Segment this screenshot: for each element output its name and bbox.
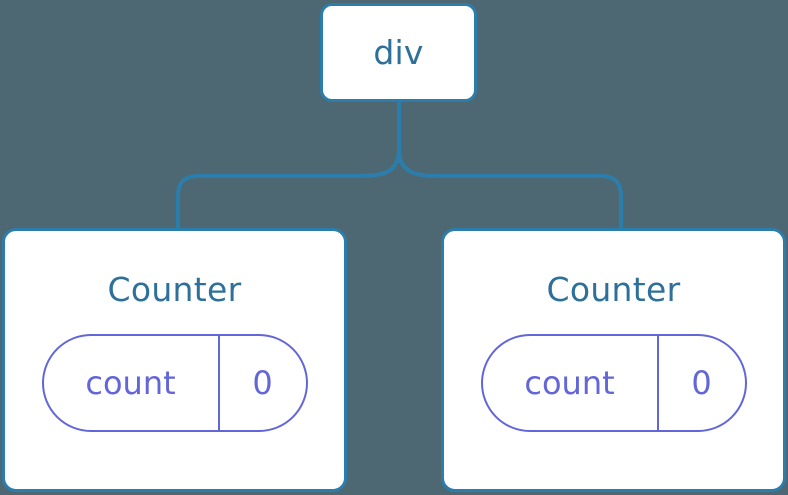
node-counter-right-label: Counter — [546, 270, 681, 309]
state-value-left: 0 — [252, 364, 273, 402]
node-counter-right[interactable]: Counter count 0 — [441, 228, 786, 492]
connector-branch-right — [397, 149, 623, 230]
node-counter-left[interactable]: Counter count 0 — [2, 228, 347, 492]
connector-branch-left — [176, 149, 401, 230]
state-key-right: count — [483, 336, 659, 430]
node-counter-left-label: Counter — [107, 270, 242, 309]
node-root-div[interactable]: div — [320, 3, 477, 102]
state-key-left: count — [44, 336, 220, 430]
node-root-label: div — [373, 33, 424, 72]
state-pill-right[interactable]: count 0 — [480, 334, 747, 432]
state-value-right: 0 — [691, 364, 712, 402]
state-pill-left[interactable]: count 0 — [41, 334, 308, 432]
